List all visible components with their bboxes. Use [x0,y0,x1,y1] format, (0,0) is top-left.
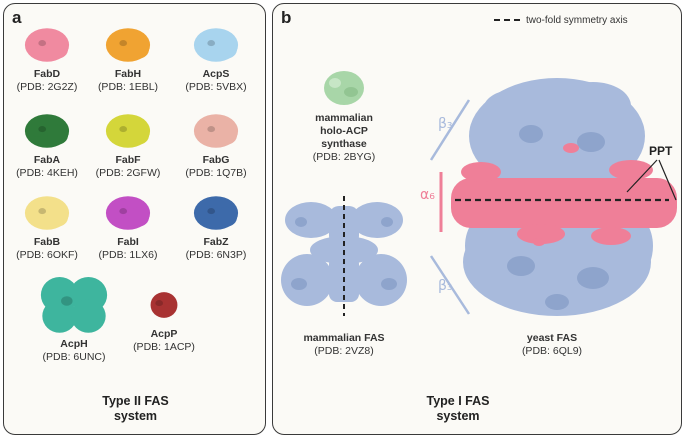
alpha-label: α₆ [420,187,435,203]
protein-name: AcpS [202,68,230,80]
protein-name: FabZ [203,236,229,248]
beta-top-bracket [429,99,471,161]
beta-top-label: β₃ [438,116,453,132]
acp-synthase-structure [324,71,364,105]
protein-faba-caption: FabA(PDB: 4KEH) [2,154,92,180]
acp-synthase-line2: holo-ACP [320,125,368,137]
protein-name: AcpP [150,328,178,340]
protein-fabd-structure [24,28,70,62]
protein-acps-structure [193,28,239,62]
type-ii-title: Type II FAS system [4,394,267,424]
protein-name: FabA [33,154,61,166]
beta-bottom-bracket [429,255,471,315]
protein-fabb-caption: FabB(PDB: 6OKF) [2,236,92,262]
protein-name: FabD [33,68,61,80]
type-ii-title-line1: Type II FAS [102,394,169,408]
protein-pdb: (PDB: 6UNC) [42,351,106,363]
protein-fabg-structure [193,114,239,148]
yeast-fas-structure [429,78,677,316]
dashed-line-swatch [494,19,520,22]
protein-fabi-structure [105,196,151,230]
panel-a-letter: a [12,8,22,27]
protein-pdb: (PDB: 1EBL) [97,81,159,93]
yeast-fas-pdb: (PDB: 6QL9) [521,345,583,357]
protein-acpp-structure [150,292,178,318]
protein-pdb: (PDB: 5VBX) [185,81,247,93]
mammalian-fas-structure [281,196,407,316]
yeast-fas-name: yeast FAS [526,332,578,344]
type-i-title-line2: system [436,409,480,423]
symmetry-legend: two-fold symmetry axis [494,15,628,26]
protein-name: FabF [115,154,141,166]
yeast-fas-caption: yeast FAS (PDB: 6QL9) [487,332,617,358]
protein-pdb: (PDB: 6OKF) [16,249,78,261]
ppt-pointer-1 [626,159,658,193]
type-ii-title-line2: system [113,409,158,423]
protein-fabf-structure [105,114,151,148]
yeast-alpha-ring [451,143,677,246]
protein-fabh-caption: FabH(PDB: 1EBL) [83,68,173,94]
panel-b: b two-fold symmetry axis mammalian holo-… [272,3,682,435]
protein-acph-caption: AcpH(PDB: 6UNC) [29,338,119,364]
beta-bottom-label: β₃ [438,278,453,294]
mammalian-fas-name: mammalian FAS [303,332,385,344]
protein-pdb: (PDB: 2GFW) [95,167,161,179]
protein-pdb: (PDB: 4KEH) [16,167,78,179]
protein-name: FabI [117,236,139,248]
protein-fabf-caption: FabF(PDB: 2GFW) [83,154,173,180]
acp-synthase-body [324,71,364,105]
protein-name: FabG [202,154,230,166]
protein-fabd-caption: FabD(PDB: 2G2Z) [2,68,92,94]
protein-name: AcpH [60,338,88,350]
mammalian-fas-pdb: (PDB: 2VZ8) [314,345,374,357]
protein-fabb-structure [24,196,70,230]
protein-faba-structure [24,114,70,148]
protein-fabh-structure [105,28,151,62]
ppt-label: PPT [649,144,673,158]
mammalian-fas-body [281,202,407,306]
protein-pdb: (PDB: 1ACP) [133,341,195,353]
protein-name: FabH [114,68,142,80]
protein-pdb: (PDB: 2G2Z) [16,81,78,93]
protein-fabg-caption: FabG(PDB: 1Q7B) [171,154,261,180]
protein-fabi-caption: FabI(PDB: 1LX6) [83,236,173,262]
mammalian-fas-caption: mammalian FAS (PDB: 2VZ8) [279,332,409,358]
panel-a: a FabD(PDB: 2G2Z)FabH(PDB: 1EBL)AcpS(PDB… [3,3,266,435]
ppt-pointer-2 [658,159,677,201]
panel-b-letter: b [281,8,292,27]
legend-text: two-fold symmetry axis [526,15,628,26]
type-i-title: Type I FAS system [393,394,523,424]
protein-fabz-caption: FabZ(PDB: 6N3P) [171,236,261,262]
protein-name: FabB [33,236,61,248]
protein-pdb: (PDB: 6N3P) [185,249,247,261]
type-i-title-line1: Type I FAS [426,394,490,408]
acp-synthase-line3: synthase [321,138,367,150]
acp-synthase-pdb: (PDB: 2BYG) [312,151,376,163]
acp-synthase-line1: mammalian [315,112,373,124]
acp-synthase-caption: mammalian holo-ACP synthase (PDB: 2BYG) [299,112,389,164]
protein-acps-caption: AcpS(PDB: 5VBX) [171,68,261,94]
protein-acpp-caption: AcpP(PDB: 1ACP) [119,328,209,354]
protein-pdb: (PDB: 1Q7B) [185,167,247,179]
protein-fabz-structure [193,196,239,230]
protein-pdb: (PDB: 1LX6) [98,249,158,261]
protein-acph-structure [40,277,108,333]
